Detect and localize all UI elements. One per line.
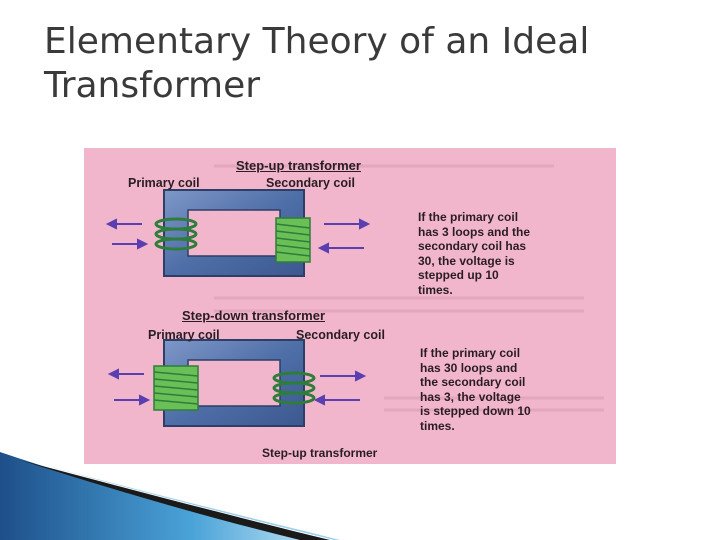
note-line: If the primary coil — [418, 210, 519, 224]
step-up-primary-coil — [154, 217, 198, 251]
note-line: If the primary coil — [420, 346, 521, 360]
note-line: has 30 loops and — [420, 360, 518, 375]
step-up-secondary-label: Secondary coil — [266, 176, 355, 190]
step-down-secondary-coil — [272, 371, 316, 405]
note-line: 30, the voltage is — [418, 253, 515, 268]
step-up-note: If the primary coil has 3 loops and the … — [418, 210, 593, 297]
step-up-core — [163, 189, 305, 277]
note-line: secondary coil has — [418, 239, 527, 253]
slide-title-line-2: Transformer — [44, 65, 261, 106]
background-texture — [214, 164, 604, 412]
step-down-primary-label: Primary coil — [148, 328, 220, 342]
note-line: is stepped down 10 — [420, 404, 531, 418]
note-line: has 3, the voltage — [420, 389, 521, 404]
note-line: stepped up 10 — [418, 268, 499, 282]
note-line: times. — [420, 418, 455, 433]
step-up-primary-label: Primary coil — [128, 176, 200, 190]
footer-swoosh-decoration — [0, 452, 340, 540]
slide-title-line-1: Elementary Theory of an Ideal — [44, 21, 590, 62]
note-line: times. — [418, 282, 453, 297]
transformer-drawing — [105, 164, 604, 427]
step-up-title: Step-up transformer — [236, 158, 361, 173]
step-up-secondary-coil — [275, 217, 311, 263]
step-down-title: Step-down transformer — [182, 308, 326, 323]
footer-wave-blue — [0, 452, 320, 540]
step-down-primary-coil — [153, 365, 199, 411]
figure-caption: Step-up transformer — [262, 446, 378, 460]
note-line: the secondary coil — [420, 375, 526, 389]
note-line: has 3 loops and the — [418, 224, 531, 239]
step-up-arrows — [105, 218, 371, 254]
slide-title: Elementary Theory of an Ideal Transforme… — [44, 20, 684, 108]
step-down-note: If the primary coil has 30 loops and the… — [420, 346, 595, 433]
transformer-figure: Step-up transformer Primary coil Seconda… — [84, 148, 616, 464]
step-down-arrows — [107, 368, 367, 406]
step-down-secondary-label: Secondary coil — [296, 328, 385, 342]
